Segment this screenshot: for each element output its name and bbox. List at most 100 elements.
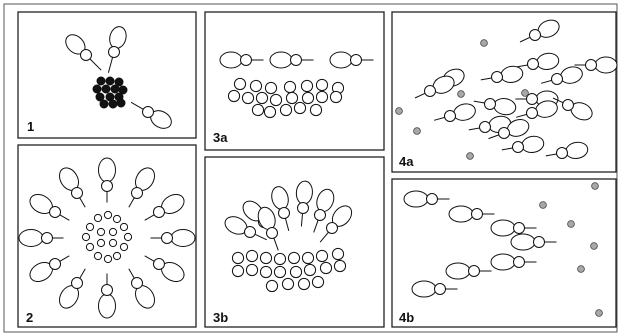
panel-3b-label: 3b [213,310,228,325]
small-cell [273,252,287,266]
stem-line [519,36,531,43]
stem-line [313,220,319,233]
large-cell [594,56,618,74]
small-cell [562,99,574,111]
large-cell [98,157,116,183]
small-cell [259,265,273,279]
stem-line [130,101,144,110]
grey-particle [466,152,474,160]
small-cell [287,251,301,265]
small-cell [244,226,256,238]
panel-2-label: 2 [26,310,33,325]
stem-line [319,231,329,243]
dark-cell [95,92,105,102]
stem-line [128,268,135,279]
small-cell [551,73,563,85]
large-cell [448,205,474,223]
small-cell [93,213,103,223]
dark-cell [110,84,120,94]
small-cell [529,29,541,41]
grey-particle [521,89,529,97]
small-cell [333,259,347,273]
small-cell [103,210,113,220]
small-cell [315,78,329,92]
small-cell [290,54,302,66]
stem-line [79,268,86,279]
stem-line [128,197,135,208]
small-cell [491,71,503,83]
small-cell [245,249,259,263]
stem-line [300,213,303,227]
small-cell [331,247,345,261]
grey-particle [457,90,465,98]
small-cell [119,242,129,252]
small-cell [527,58,539,70]
stem-line [144,255,155,262]
stem-line [273,238,279,251]
small-cell [108,238,118,248]
large-cell [329,51,353,69]
small-cell [101,284,113,296]
grey-particle [591,182,599,190]
panel-4b: 4b [391,178,617,328]
small-cell [80,49,92,61]
small-cell [249,79,263,93]
panel-3a-frame [204,11,385,151]
dark-cell [118,85,128,95]
small-cell [513,222,525,234]
small-cell [85,242,95,252]
small-cell [301,251,315,265]
grey-particle [595,309,603,317]
small-cell [108,46,120,58]
panel-1: 1 [17,11,197,139]
dark-cell [105,76,115,86]
large-cell [445,262,471,280]
small-cell [526,107,538,119]
large-cell [411,280,437,298]
small-cell [279,103,293,117]
small-cell [444,110,456,122]
grey-particle [577,265,585,273]
small-cell [85,222,95,232]
figure-frame [3,3,618,333]
panel-3b-frame [204,156,385,328]
small-cell [285,91,299,105]
small-cell [424,85,436,97]
dark-cell [108,99,118,109]
small-cell [231,264,245,278]
stem-line [468,127,480,131]
stem-line [473,100,485,104]
small-cell [245,263,259,277]
small-cell [513,256,525,268]
small-cell [273,265,287,279]
stem-line [515,113,527,118]
small-cell [585,59,597,71]
small-cell [264,81,278,95]
dark-cell [96,76,106,86]
stem-line [552,97,564,104]
small-cell [265,279,279,293]
small-cell [259,251,273,265]
stem-line [545,153,557,157]
small-cell [263,105,277,119]
small-cell [142,106,154,118]
stem-line [480,77,492,81]
stem-line [414,92,426,99]
small-cell [289,265,303,279]
dark-cell [99,99,109,109]
small-cell [533,236,545,248]
grey-particle [395,107,403,115]
small-cell [303,263,317,277]
small-cell [101,180,113,192]
panel-2: 2 [17,144,197,328]
small-cell [269,93,283,107]
small-cell [278,207,290,219]
grey-particle [539,201,547,209]
panel-3a-label: 3a [213,130,228,145]
small-cell [315,90,329,104]
small-cell [329,90,343,104]
large-cell [269,51,293,69]
small-cell [426,193,438,205]
stem-line [59,255,70,262]
